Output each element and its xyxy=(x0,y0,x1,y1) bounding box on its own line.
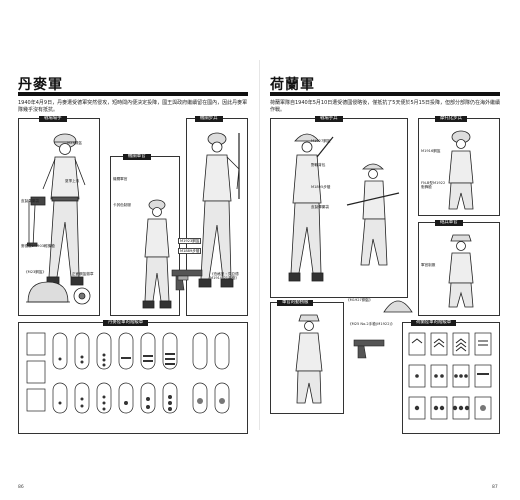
pistol-illustration xyxy=(171,269,203,291)
nl-pistol-illustration xyxy=(353,339,385,359)
label-fn-smg: FN-B型M1922衝鋒槍 xyxy=(421,181,446,189)
box-caption: 戰場手兵 xyxy=(315,116,343,122)
officer-service-dress-box: 軍官的勤務服 xyxy=(270,300,344,414)
label-helmet-badge: 正面鋼盔徽章 xyxy=(72,272,94,276)
box-caption: 丹麥陸軍的階級章 xyxy=(103,320,149,326)
nl-helmet-detail-illustration xyxy=(383,300,413,313)
box-caption: 戰場場手 xyxy=(39,116,67,122)
left-folio: 86 xyxy=(18,485,24,490)
rifleman-illustration xyxy=(288,133,334,282)
label-officer-uniform: 軍官制服 xyxy=(421,263,436,267)
service-dress-officer-illustration xyxy=(295,314,323,404)
label-helmet: M23鋼盔 xyxy=(67,141,82,145)
officer-box: 機關軍官 機關軍官 卡其色制服 xyxy=(110,154,180,316)
kneeling-rifleman-illustration xyxy=(346,163,400,266)
left-intro-text: 1940年4月9日，丹麥遭受德軍突然侵攻，短時間內便決定投降，國王與政府繼續留在… xyxy=(18,100,248,113)
label-m1889-rifle: M1889步槍 xyxy=(178,248,202,254)
right-folio: 87 xyxy=(492,485,498,490)
box-caption: 荷蘭陸軍的階級章 xyxy=(411,320,457,326)
label-tunic: 夏季上衣 xyxy=(65,179,80,183)
label-bergmann-pistol: 《伯格曼・貝亞德M1910/21手槍》 xyxy=(210,272,239,280)
label-m23-helmet-detail: 《M23鋼盔》 xyxy=(24,270,47,274)
infantry-box: 機關步兵 xyxy=(186,116,248,316)
label-ammo-pouch-nl: 皮製彈藥袋 xyxy=(311,205,329,209)
right-page: 荷蘭軍 荷蘭軍隊自1940年5月10日遭受德國侵略後，僅抵抗了5天便於5月15日… xyxy=(270,60,502,490)
label-m1916-helmet: M1916鋼盔 xyxy=(421,149,441,153)
nl-insignia-box: 荷蘭陸軍的階級章 xyxy=(402,320,500,434)
label-m25-pistol: 《M25 No.2手槍(M1922)》 xyxy=(348,322,395,326)
box-caption: 砲兵軍官 xyxy=(435,220,463,226)
helmet-detail-illustration xyxy=(26,281,91,305)
left-page: 丹麥軍 1940年4月9日，丹麥遭受德軍突然侵攻，短時間內便決定投降，國王與政府… xyxy=(18,60,250,490)
label-m1895-rifle: M1895步槍 xyxy=(311,185,331,189)
artillery-officer-illustration xyxy=(448,234,474,308)
box-caption: 機關軍官 xyxy=(123,154,151,160)
label-m1923-helmet: M1923鋼盔 xyxy=(178,238,202,244)
box-caption: 軍官的勤務服 xyxy=(277,300,314,306)
officer-illustration xyxy=(142,199,172,309)
motorized-infantry-illustration xyxy=(448,130,474,210)
label-ammo-pouch: 皮製彈藥袋 xyxy=(21,199,39,203)
right-title-rule xyxy=(270,92,500,96)
machine-gunner-box: 戰場場手 M23鋼盔 夏季上衣 皮製 xyxy=(18,116,100,316)
motorized-infantry-box: 摩托化步兵 M1916鋼盔 FN-B型M1922衝鋒槍 xyxy=(418,116,500,216)
left-page-title: 丹麥軍 xyxy=(18,77,63,93)
machine-gunner-illustration xyxy=(27,133,86,286)
label-field-pack: 野戰背包 xyxy=(311,163,326,167)
box-caption: 機關步兵 xyxy=(195,116,223,122)
right-page-title: 荷蘭軍 xyxy=(270,77,315,93)
label-m1927-helmet-detail: 《M1927鋼盔》 xyxy=(346,298,373,302)
box-caption: 摩托化步兵 xyxy=(435,116,467,122)
insignia-box: 丹麥陸軍的階級章 xyxy=(18,320,248,434)
label-officer: 機關軍官 xyxy=(113,177,128,181)
label-m1927-helmet: M1927鋼盔 xyxy=(311,139,331,143)
danish-rank-insignia-grid xyxy=(26,332,230,414)
left-title-rule xyxy=(18,92,248,96)
label-lmg: 麥德森M1903輕機槍 xyxy=(21,244,55,248)
infantry-illustration xyxy=(198,132,240,288)
artillery-officer-box: 砲兵軍官 軍官制服 xyxy=(418,220,500,316)
gutter xyxy=(259,60,260,430)
label-khaki-uniform: 卡其色制服 xyxy=(113,203,131,207)
right-intro-text: 荷蘭軍隊自1940年5月10日遭受德國侵略後，僅抵抗了5天便於5月15日投降，但… xyxy=(270,100,500,113)
rifleman-box: 戰場手兵 xyxy=(270,116,408,298)
dutch-rank-insignia-grid xyxy=(408,332,492,420)
